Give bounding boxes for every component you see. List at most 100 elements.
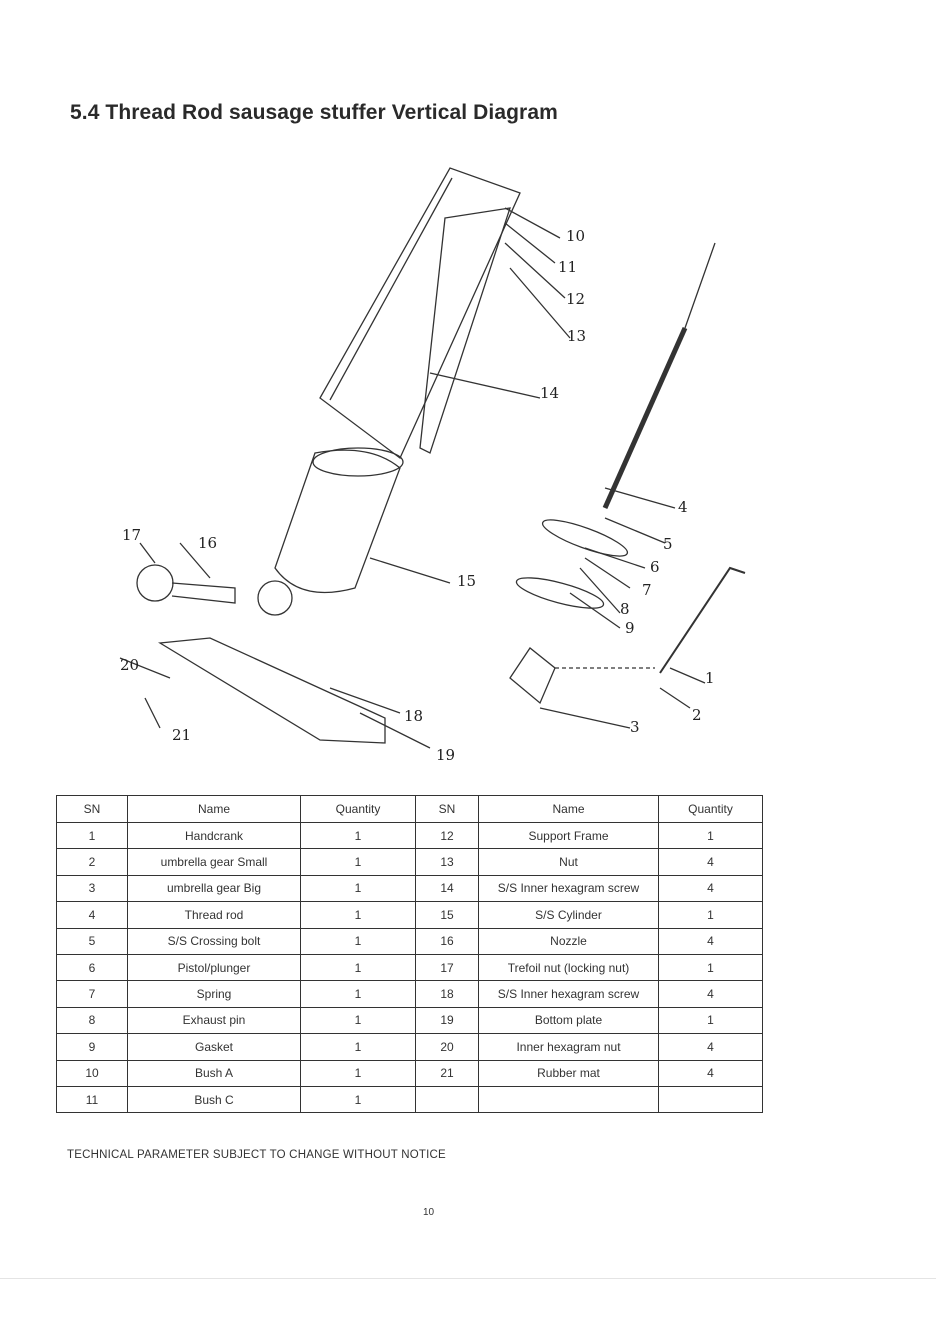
table-cell: 1 xyxy=(658,1006,763,1035)
callout-4: 4 xyxy=(678,498,688,516)
table-cell: 1 xyxy=(300,1006,416,1035)
table-cell: Trefoil nut (locking nut) xyxy=(478,953,659,982)
table-row: 1 Handcrank 1 12 Support Frame 1 xyxy=(56,821,763,850)
table-cell: Handcrank xyxy=(127,821,301,850)
table-cell: 6 xyxy=(56,953,128,982)
callout-11: 11 xyxy=(558,258,577,276)
table-cell: S/S Crossing bolt xyxy=(127,927,301,955)
callout-8: 8 xyxy=(620,600,630,618)
table-cell: 1 xyxy=(300,874,416,903)
table-cell: 1 xyxy=(300,1085,416,1114)
table-row: 7 Spring 1 18 S/S Inner hexagram screw 4 xyxy=(56,980,763,1008)
callout-14: 14 xyxy=(540,384,559,402)
table-cell: Exhaust pin xyxy=(127,1006,301,1035)
header-sn: SN xyxy=(56,795,128,823)
table-cell: Nozzle xyxy=(478,927,659,955)
header-sn: SN xyxy=(415,795,479,823)
callout-3: 3 xyxy=(630,718,640,736)
callout-5: 5 xyxy=(663,535,673,553)
table-cell: 3 xyxy=(56,874,128,903)
table-cell: Inner hexagram nut xyxy=(478,1033,659,1061)
callout-18: 18 xyxy=(404,707,423,725)
callout-19: 19 xyxy=(436,746,455,764)
callout-7: 7 xyxy=(642,581,652,599)
table-cell: 8 xyxy=(56,1006,128,1035)
gasket xyxy=(515,577,605,609)
table-cell: Gasket xyxy=(127,1033,301,1061)
header-quantity: Quantity xyxy=(300,795,416,823)
table-row: 5 S/S Crossing bolt 1 16 Nozzle 4 xyxy=(56,927,763,955)
callout-16: 16 xyxy=(198,534,217,552)
table-cell: umbrella gear Big xyxy=(127,874,301,903)
table-cell: Thread rod xyxy=(127,901,301,929)
table-row: 8 Exhaust pin 1 19 Bottom plate 1 xyxy=(56,1006,763,1035)
table-cell: 1 xyxy=(300,901,416,929)
plunger xyxy=(541,519,629,557)
table-cell: 17 xyxy=(415,953,479,982)
table-cell: 4 xyxy=(658,927,763,955)
table-cell: 1 xyxy=(300,821,416,850)
table-cell: 1 xyxy=(658,821,763,850)
callout-20: 20 xyxy=(120,656,139,674)
table-cell: 1 xyxy=(300,848,416,876)
umbrella-gear xyxy=(509,647,556,705)
cylinder xyxy=(274,449,401,594)
table-cell: 4 xyxy=(658,1059,763,1087)
table-cell: 9 xyxy=(56,1033,128,1061)
thread-rod xyxy=(602,326,688,510)
table-cell: 4 xyxy=(56,901,128,929)
callout-2: 2 xyxy=(692,706,702,724)
table-cell xyxy=(658,1085,763,1114)
table-cell xyxy=(478,1085,659,1114)
table-cell: 14 xyxy=(415,874,479,903)
table-cell: 12 xyxy=(415,821,479,850)
table-cell: Support Frame xyxy=(478,821,659,850)
table-cell: 18 xyxy=(415,980,479,1008)
table-cell: 7 xyxy=(56,980,128,1008)
table-cell: 4 xyxy=(658,1033,763,1061)
callout-17: 17 xyxy=(122,526,141,544)
table-row: 4 Thread rod 1 15 S/S Cylinder 1 xyxy=(56,901,763,929)
table-cell: 1 xyxy=(658,953,763,982)
callout-1: 1 xyxy=(705,669,715,687)
table-row: 11 Bush C 1 xyxy=(56,1085,763,1114)
table-cell: 5 xyxy=(56,927,128,955)
table-cell: Bottom plate xyxy=(478,1006,659,1035)
table-cell: 1 xyxy=(300,953,416,982)
callout-10: 10 xyxy=(566,227,585,245)
table-row: 6 Pistol/plunger 1 17 Trefoil nut (locki… xyxy=(56,953,763,982)
nozzle xyxy=(171,582,236,604)
callout-12: 12 xyxy=(566,290,585,308)
table-cell: 1 xyxy=(300,927,416,955)
table-cell: Bush A xyxy=(127,1059,301,1087)
table-header-row: SN Name Quantity SN Name Quantity xyxy=(56,795,763,823)
table-row: 9 Gasket 1 20 Inner hexagram nut 4 xyxy=(56,1033,763,1061)
exploded-parts-diagram: 10 11 12 13 14 4 5 6 7 8 9 17 16 15 20 2… xyxy=(119,167,746,764)
table-cell: Rubber mat xyxy=(478,1059,659,1087)
table-cell: 1 xyxy=(300,1033,416,1061)
table-cell: 1 xyxy=(300,1059,416,1087)
table-cell: 4 xyxy=(658,848,763,876)
notice-text: TECHNICAL PARAMETER SUBJECT TO CHANGE WI… xyxy=(67,1149,446,1161)
table-cell: S/S Inner hexagram screw xyxy=(478,980,659,1008)
header-quantity: Quantity xyxy=(658,795,763,823)
table-cell: 1 xyxy=(56,821,128,850)
table-row: 2 umbrella gear Small 1 13 Nut 4 xyxy=(56,848,763,876)
table-cell: Spring xyxy=(127,980,301,1008)
callout-9: 9 xyxy=(625,619,635,637)
header-name: Name xyxy=(127,795,301,823)
table-cell: 4 xyxy=(658,874,763,903)
handcrank xyxy=(659,566,746,674)
callout-21: 21 xyxy=(172,726,191,744)
page-title: 5.4 Thread Rod sausage stuffer Vertical … xyxy=(70,101,558,124)
table-cell: S/S Cylinder xyxy=(478,901,659,929)
table-cell: umbrella gear Small xyxy=(127,848,301,876)
table-cell: 21 xyxy=(415,1059,479,1087)
table-cell: 2 xyxy=(56,848,128,876)
bottom-plate xyxy=(157,637,386,744)
table-cell: Bush C xyxy=(127,1085,301,1114)
table-row: 10 Bush A 1 21 Rubber mat 4 xyxy=(56,1059,763,1087)
table-cell: 4 xyxy=(658,980,763,1008)
table-cell: 13 xyxy=(415,848,479,876)
callout-6: 6 xyxy=(650,558,660,576)
